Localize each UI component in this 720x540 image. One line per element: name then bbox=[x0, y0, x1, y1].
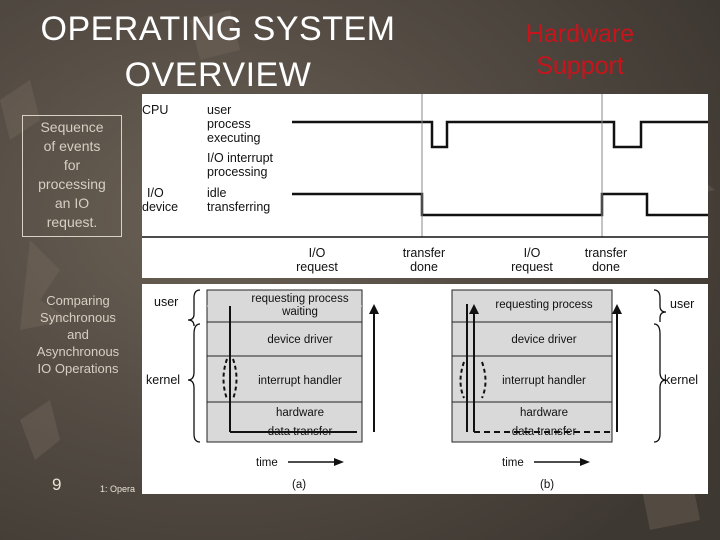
slide-subtitle: Hardware Support bbox=[500, 18, 660, 82]
async-layer-label: data transfer bbox=[512, 426, 577, 438]
note-sequence-of-events: Sequence of events for processing an IO … bbox=[22, 115, 122, 237]
kernel-label-right: kernel bbox=[664, 373, 698, 387]
note1-line: Sequence bbox=[40, 119, 104, 135]
kernel-brace-right bbox=[653, 323, 667, 443]
event-label: transfer bbox=[585, 246, 627, 260]
sync-layer-box bbox=[206, 355, 363, 403]
event-label: transfer bbox=[403, 246, 445, 260]
note1-line: processing bbox=[38, 176, 106, 192]
cpu-state-label: user bbox=[207, 103, 231, 117]
event-label: I/O bbox=[309, 246, 326, 260]
sync-layer-label: waiting bbox=[281, 306, 318, 318]
cpu-state-label: process bbox=[207, 117, 251, 131]
async-layer-box bbox=[451, 355, 613, 403]
user-brace-right bbox=[653, 289, 667, 322]
note-comparing-io: Comparing Synchronous and Asynchronous I… bbox=[24, 292, 132, 377]
note1-line: for bbox=[63, 157, 81, 173]
title-line-2: OVERVIEW bbox=[124, 56, 312, 94]
slide-title: OPERATING SYSTEM OVERVIEW bbox=[18, 6, 418, 98]
user-label-right: user bbox=[670, 297, 694, 311]
event-label: done bbox=[592, 260, 620, 274]
note2-line: Comparing bbox=[46, 293, 110, 308]
sync-stack: requesting process waiting device driver… bbox=[206, 289, 379, 443]
caption-b: (b) bbox=[540, 479, 554, 491]
subtitle-line-2: Support bbox=[536, 52, 624, 80]
sync-layer-box bbox=[206, 321, 363, 357]
async-layer-label: requesting process bbox=[495, 299, 592, 311]
event-label: request bbox=[511, 260, 553, 274]
cpu-state-label: I/O interrupt bbox=[207, 151, 274, 165]
cpu-state-label: processing bbox=[207, 165, 267, 179]
event-label: done bbox=[410, 260, 438, 274]
page-number: 9 bbox=[52, 475, 62, 494]
subtitle-line-1: Hardware bbox=[525, 20, 635, 48]
cpu-state-label: executing bbox=[207, 131, 261, 145]
io-label: device bbox=[142, 200, 178, 214]
sync-layer-label: interrupt handler bbox=[258, 375, 342, 387]
note1-line: of events bbox=[43, 138, 101, 154]
async-layer-box bbox=[451, 289, 613, 323]
sync-layer-label: hardware bbox=[276, 407, 324, 419]
async-layer-label: hardware bbox=[520, 407, 568, 419]
event-label: request bbox=[296, 260, 338, 274]
io-label: I/O bbox=[147, 186, 164, 200]
note2-line: and bbox=[67, 327, 89, 342]
event-label: I/O bbox=[524, 246, 541, 260]
cpu-label: CPU bbox=[142, 103, 168, 117]
note2-line: IO Operations bbox=[37, 361, 119, 376]
async-stack: requesting process device driver interru… bbox=[451, 289, 622, 443]
kernel-brace-left bbox=[187, 323, 201, 443]
user-label-left: user bbox=[154, 295, 178, 309]
footer-text: 1: Opera bbox=[100, 484, 136, 494]
caption-a: (a) bbox=[292, 479, 306, 491]
async-layer-box bbox=[451, 321, 613, 357]
async-layer-label: device driver bbox=[511, 334, 576, 346]
note1-line: request. bbox=[46, 214, 98, 230]
note2-line: Asynchronous bbox=[36, 344, 120, 359]
user-brace-left bbox=[187, 289, 201, 327]
timing-diagram: CPU user process executing I/O interrupt… bbox=[142, 94, 708, 278]
io-state-label: transferring bbox=[207, 200, 270, 214]
io-state-label: idle bbox=[207, 186, 227, 200]
note2-line: Synchronous bbox=[40, 310, 116, 325]
kernel-label-left: kernel bbox=[146, 373, 180, 387]
async-layer-label: interrupt handler bbox=[502, 375, 586, 387]
note1-line: an IO bbox=[54, 195, 90, 211]
sync-layer-label: requesting process bbox=[251, 293, 348, 305]
time-label-a: time bbox=[256, 457, 278, 469]
sync-layer-label: device driver bbox=[267, 334, 332, 346]
cpu-signal-trace bbox=[292, 120, 708, 149]
sync-layer-label: data transfer bbox=[268, 426, 333, 438]
io-comparison-diagram: requesting process waiting device driver… bbox=[142, 284, 708, 494]
async-layer-box bbox=[451, 401, 613, 443]
sync-layer-box bbox=[206, 401, 363, 443]
time-label-b: time bbox=[502, 457, 524, 469]
title-line-1: OPERATING SYSTEM bbox=[40, 10, 396, 48]
